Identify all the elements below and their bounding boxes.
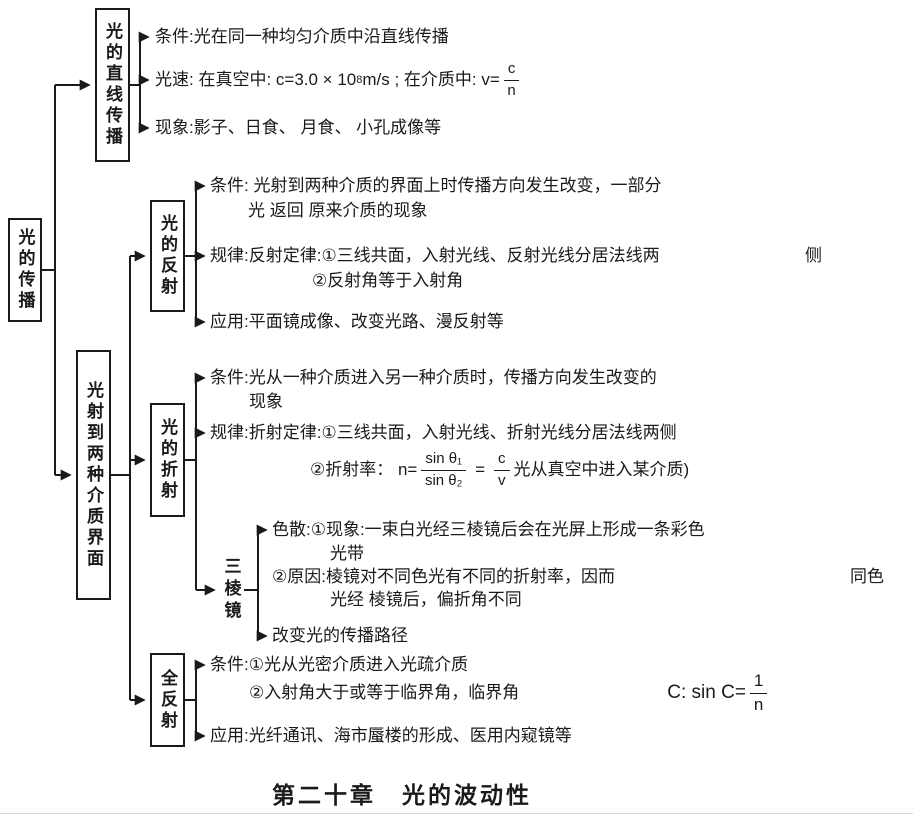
condition-text: ②入射角大于或等于临界角，临界角 xyxy=(249,683,520,702)
prism-dispersion-line4: 光经 棱镜后，偏折角不同 xyxy=(330,590,522,609)
node-label: 光的反射 xyxy=(158,214,177,298)
critical-angle-formula: C: sin C= xyxy=(667,682,746,703)
reflection-condition-line1: 条件: 光射到两种介质的界面上时传播方向发生改变，一部分 xyxy=(210,176,662,195)
node-label: 三棱镜 xyxy=(221,557,241,623)
node-refraction: 光的折射 xyxy=(150,403,185,517)
straight-condition-text: 条件:光在同一种均匀介质中沿直线传播 xyxy=(155,27,449,46)
reflection-law-line1: 规律:反射定律:①三线共面，入射光线、反射光线分居法线两 xyxy=(210,246,660,265)
node-total-reflection: 全反射 xyxy=(150,653,185,747)
node-label: 光射到两种介质界面 xyxy=(84,380,103,570)
node-two-media-interface: 光射到两种介质界面 xyxy=(76,350,111,600)
equals-sign: = xyxy=(475,460,486,479)
reflection-law-line1-tail: 侧 xyxy=(805,246,822,265)
node-prism: 三棱镜 xyxy=(218,542,244,638)
reflection-law-line2: ②反射角等于入射角 xyxy=(312,271,464,290)
total-reflection-condition-line1: 条件:①光从光密介质进入光疏介质 xyxy=(210,655,468,674)
straight-phenomena-text: 现象:影子、日食、 月食、 小孔成像等 xyxy=(155,118,442,137)
prism-dispersion-line3-tail: 同色 xyxy=(850,567,884,586)
refraction-condition-line2: 现象 xyxy=(249,392,283,411)
reflection-condition-line2: 光 返回 原来介质的现象 xyxy=(248,201,428,220)
node-label: 全反射 xyxy=(158,668,177,732)
total-reflection-application-text: 应用:光纤通讯、海市蜃楼的形成、医用内窥镜等 xyxy=(210,726,572,745)
bottom-divider xyxy=(0,813,913,814)
prism-dispersion-line3: ②原因:棱镜对不同色光有不同的折射率，因而 xyxy=(272,567,615,586)
refraction-law-line1: 规律:折射定律:①三线共面，入射光线、折射光线分居法线两侧 xyxy=(210,423,677,442)
speed-mid: m/s ; 在介质中: v= xyxy=(362,70,500,89)
reflection-application-text: 应用:平面镜成像、改变光路、漫反射等 xyxy=(210,312,504,331)
speed-prefix: 光速: 在真空中: c=3.0 × 10 xyxy=(155,70,357,89)
speed-exponent: 8 xyxy=(356,74,363,86)
refraction-condition-line1: 条件:光从一种介质进入另一种介质时，传播方向发生改变的 xyxy=(210,368,657,387)
node-straight-line-propagation: 光的直线传播 xyxy=(95,8,130,162)
prism-change-path-text: 改变光的传播路径 xyxy=(272,626,408,645)
node-label: 光的直线传播 xyxy=(103,22,122,148)
formula-prefix: ②折射率： n= xyxy=(310,460,418,479)
node-reflection: 光的反射 xyxy=(150,200,185,312)
node-label: 光的折射 xyxy=(158,418,177,502)
prism-dispersion-line1: 色散:①现象:一束白光经三棱镜后会在光屏上形成一条彩色 xyxy=(272,520,705,539)
node-root-light-propagation: 光的传播 xyxy=(8,218,42,322)
node-label: 光的传播 xyxy=(15,228,35,312)
formula-suffix: 光从真空中进入某介质) xyxy=(513,460,690,479)
prism-dispersion-line2: 光带 xyxy=(330,544,364,563)
chapter-title: 第二十章 光的波动性 xyxy=(272,782,532,808)
